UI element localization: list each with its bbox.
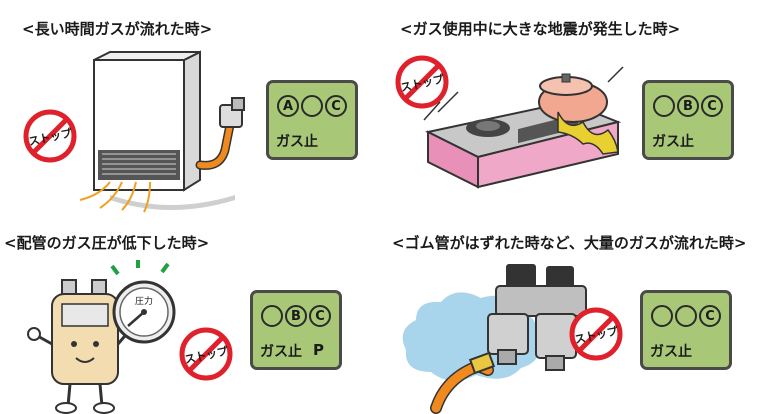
lamp-b (301, 95, 323, 117)
lcd-gas-stop-label: ガス止 (260, 344, 302, 360)
meter-lcd-display: A C ガス止 (266, 80, 358, 160)
gas-stove-icon (423, 66, 624, 189)
lamp-c: C (325, 95, 347, 117)
scenario-heading: <長い時間ガスが流れた時> (22, 20, 213, 38)
stop-sign-icon: ストップ (395, 55, 449, 109)
lcd-gas-stop-label: ガス止 (652, 134, 694, 150)
lamp-a (261, 305, 283, 327)
lamp-b: B (677, 95, 699, 117)
scenario-hose-disconnected: <ゴム管がはずれた時など、大量のガスが流れた時> ストップ C ガス止 (388, 206, 775, 414)
scenario-long-flow: <長い時間ガスが流れた時> ストップ A C ガス止 (0, 0, 388, 213)
scenario-earthquake: <ガス使用中に大きな地震が発生した時> ストップ B C ガス止 (388, 0, 775, 206)
scenario-heading: <ガス使用中に大きな地震が発生した時> (400, 20, 681, 38)
meter-lcd-display: B C ガス止 P (250, 290, 342, 370)
lamp-a (653, 95, 675, 117)
lamp-c: C (701, 95, 723, 117)
gas-heater-icon (79, 50, 245, 213)
lamp-b (675, 305, 697, 327)
disconnected-hose-icon (402, 264, 587, 414)
lamp-a (651, 305, 673, 327)
meter-lcd-display: C ガス止 (640, 290, 732, 370)
gauge-label: 圧力 (135, 295, 153, 307)
stop-sign-icon: ストップ (569, 307, 623, 361)
gas-meter-character-icon (27, 279, 132, 414)
pressure-gauge-icon: 圧力 (110, 260, 176, 344)
stop-sign-icon: ストップ (179, 327, 233, 381)
stop-sign-icon: ストップ (23, 109, 77, 163)
lamp-c: C (699, 305, 721, 327)
lcd-pressure-indicator: P (313, 341, 324, 359)
lcd-gas-stop-label: ガス止 (650, 344, 692, 360)
scenario-heading: <配管のガス圧が低下した時> (4, 234, 210, 252)
meter-lcd-display: B C ガス止 (642, 80, 734, 160)
scenario-low-pressure: <配管のガス圧が低下した時> 圧力 ストップ B C (0, 206, 388, 414)
lamp-a: A (277, 95, 299, 117)
lcd-gas-stop-label: ガス止 (276, 134, 318, 150)
lamp-c: C (309, 305, 331, 327)
lamp-b: B (285, 305, 307, 327)
scenario-heading: <ゴム管がはずれた時など、大量のガスが流れた時> (392, 234, 747, 252)
